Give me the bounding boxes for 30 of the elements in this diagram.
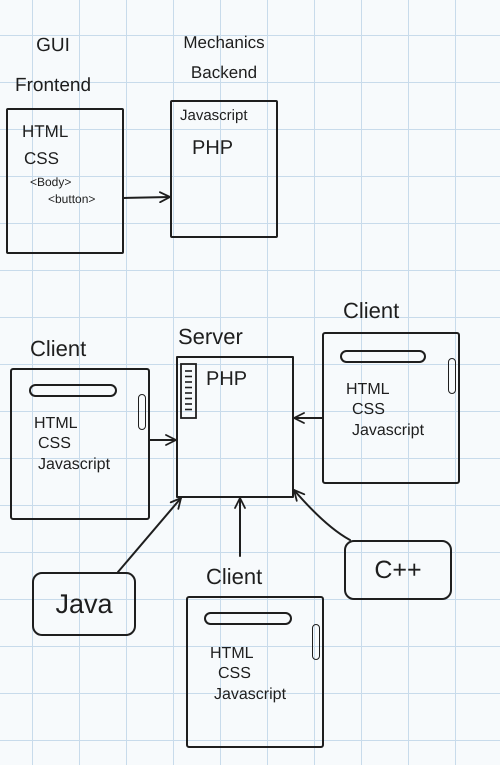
text-line: HTML [22, 121, 68, 143]
text-line: HTML [346, 380, 390, 400]
text-line: Javascript [214, 685, 286, 705]
text-line: HTML [210, 644, 254, 664]
text-line: Java [55, 588, 113, 620]
box-heading: Mechanics Backend [182, 32, 266, 84]
box-heading: Client [30, 335, 86, 363]
text-line: <button> [48, 191, 96, 208]
text-line: Javascript [180, 106, 248, 126]
text-line: C++ [374, 555, 422, 585]
arrow [117, 497, 182, 573]
text-line: Javascript [352, 421, 424, 441]
arrow [123, 191, 171, 204]
box-heading: GUI Frontend [14, 34, 92, 98]
text-line: CSS [38, 434, 71, 454]
box-heading: Client [343, 297, 400, 325]
box-heading: Server [178, 323, 243, 351]
text-line: CSS [218, 664, 251, 684]
text-line: HTML [34, 414, 78, 434]
text-line: CSS [352, 400, 385, 420]
text-line: PHP [206, 367, 248, 392]
text-line: PHP [192, 136, 234, 161]
text-line: <Body> [30, 174, 72, 190]
box-heading: Client [206, 563, 262, 591]
arrow [149, 434, 177, 446]
text-line: CSS [24, 148, 59, 170]
arrow [293, 489, 351, 541]
arrow [234, 497, 246, 557]
text-line: Javascript [38, 455, 110, 475]
arrow [293, 412, 323, 424]
